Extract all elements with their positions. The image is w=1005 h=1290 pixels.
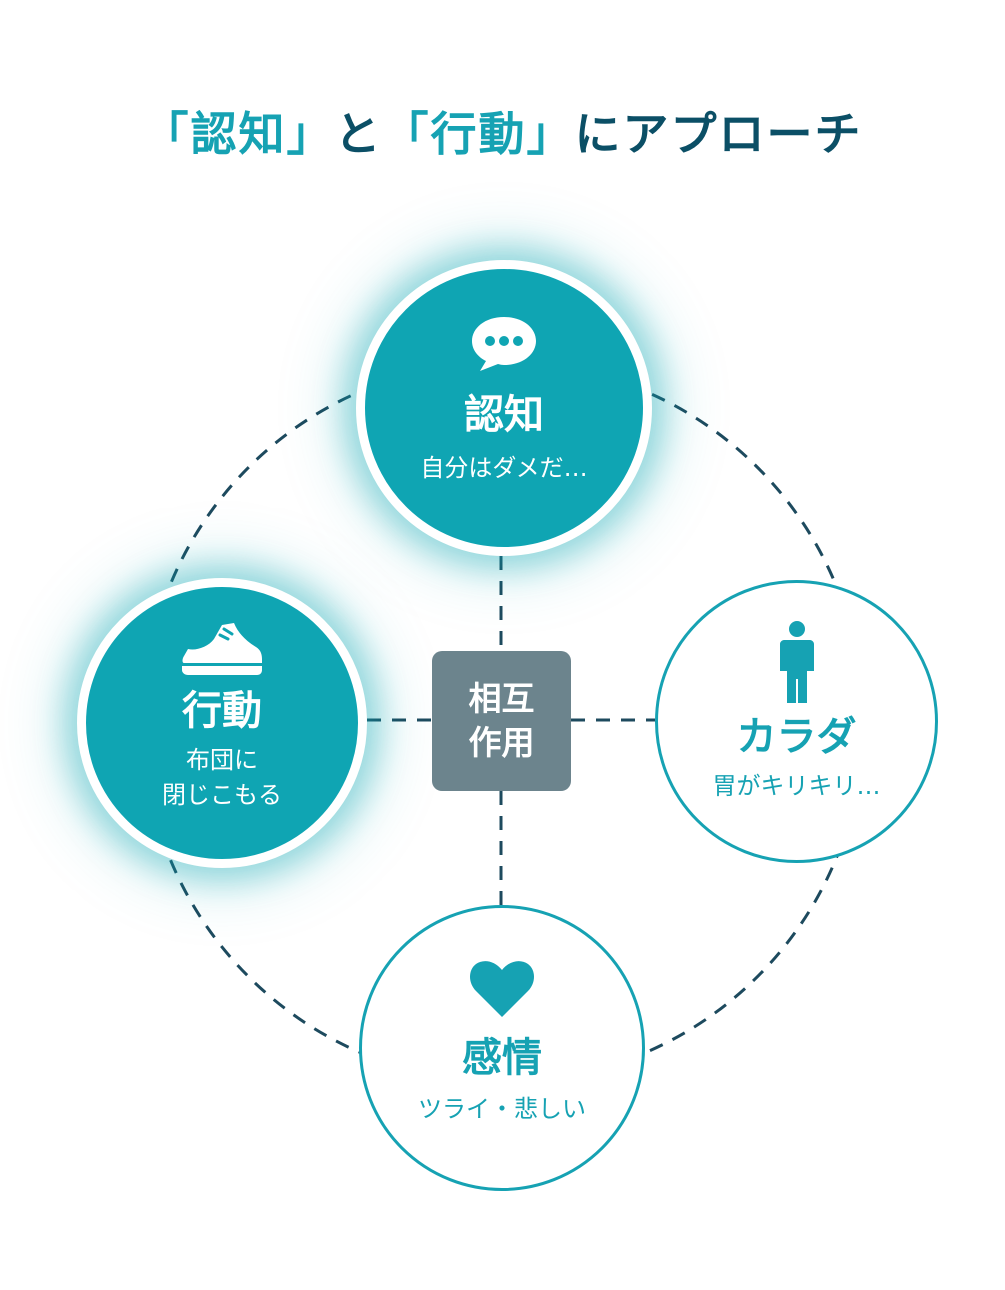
title-accent-behavior: 「行動」 <box>382 107 575 161</box>
node-label: カラダ <box>736 714 857 760</box>
person-icon <box>779 621 814 703</box>
title-suffix: にアプローチ <box>574 107 863 161</box>
node-label: 感情 <box>462 1035 542 1081</box>
node-description: 布団に 閉じこもる <box>162 746 282 809</box>
sneaker-icon <box>182 623 262 675</box>
page-title: 「認知」と「行動」にアプローチ <box>0 98 1005 164</box>
title-accent-cognition: 「認知」 <box>142 107 335 161</box>
node-cognition: 認知 自分はダメだ… <box>356 260 652 556</box>
node-emotion: 感情 ツライ・悲しい <box>359 905 645 1191</box>
heart-icon <box>470 961 534 1017</box>
node-body: カラダ 胃がキリキリ… <box>655 580 938 863</box>
node-description: 胃がキリキリ… <box>712 772 881 800</box>
speech-bubble-icon <box>472 317 536 371</box>
node-description: 自分はダメだ… <box>420 454 588 482</box>
interaction-center-box: 相互 作用 <box>432 651 571 791</box>
node-description: ツライ・悲しい <box>418 1095 586 1123</box>
node-label: 行動 <box>182 688 262 734</box>
title-connector: と <box>334 107 383 161</box>
node-behavior: 行動 布団に 閉じこもる <box>77 578 367 868</box>
node-label: 認知 <box>464 392 544 438</box>
